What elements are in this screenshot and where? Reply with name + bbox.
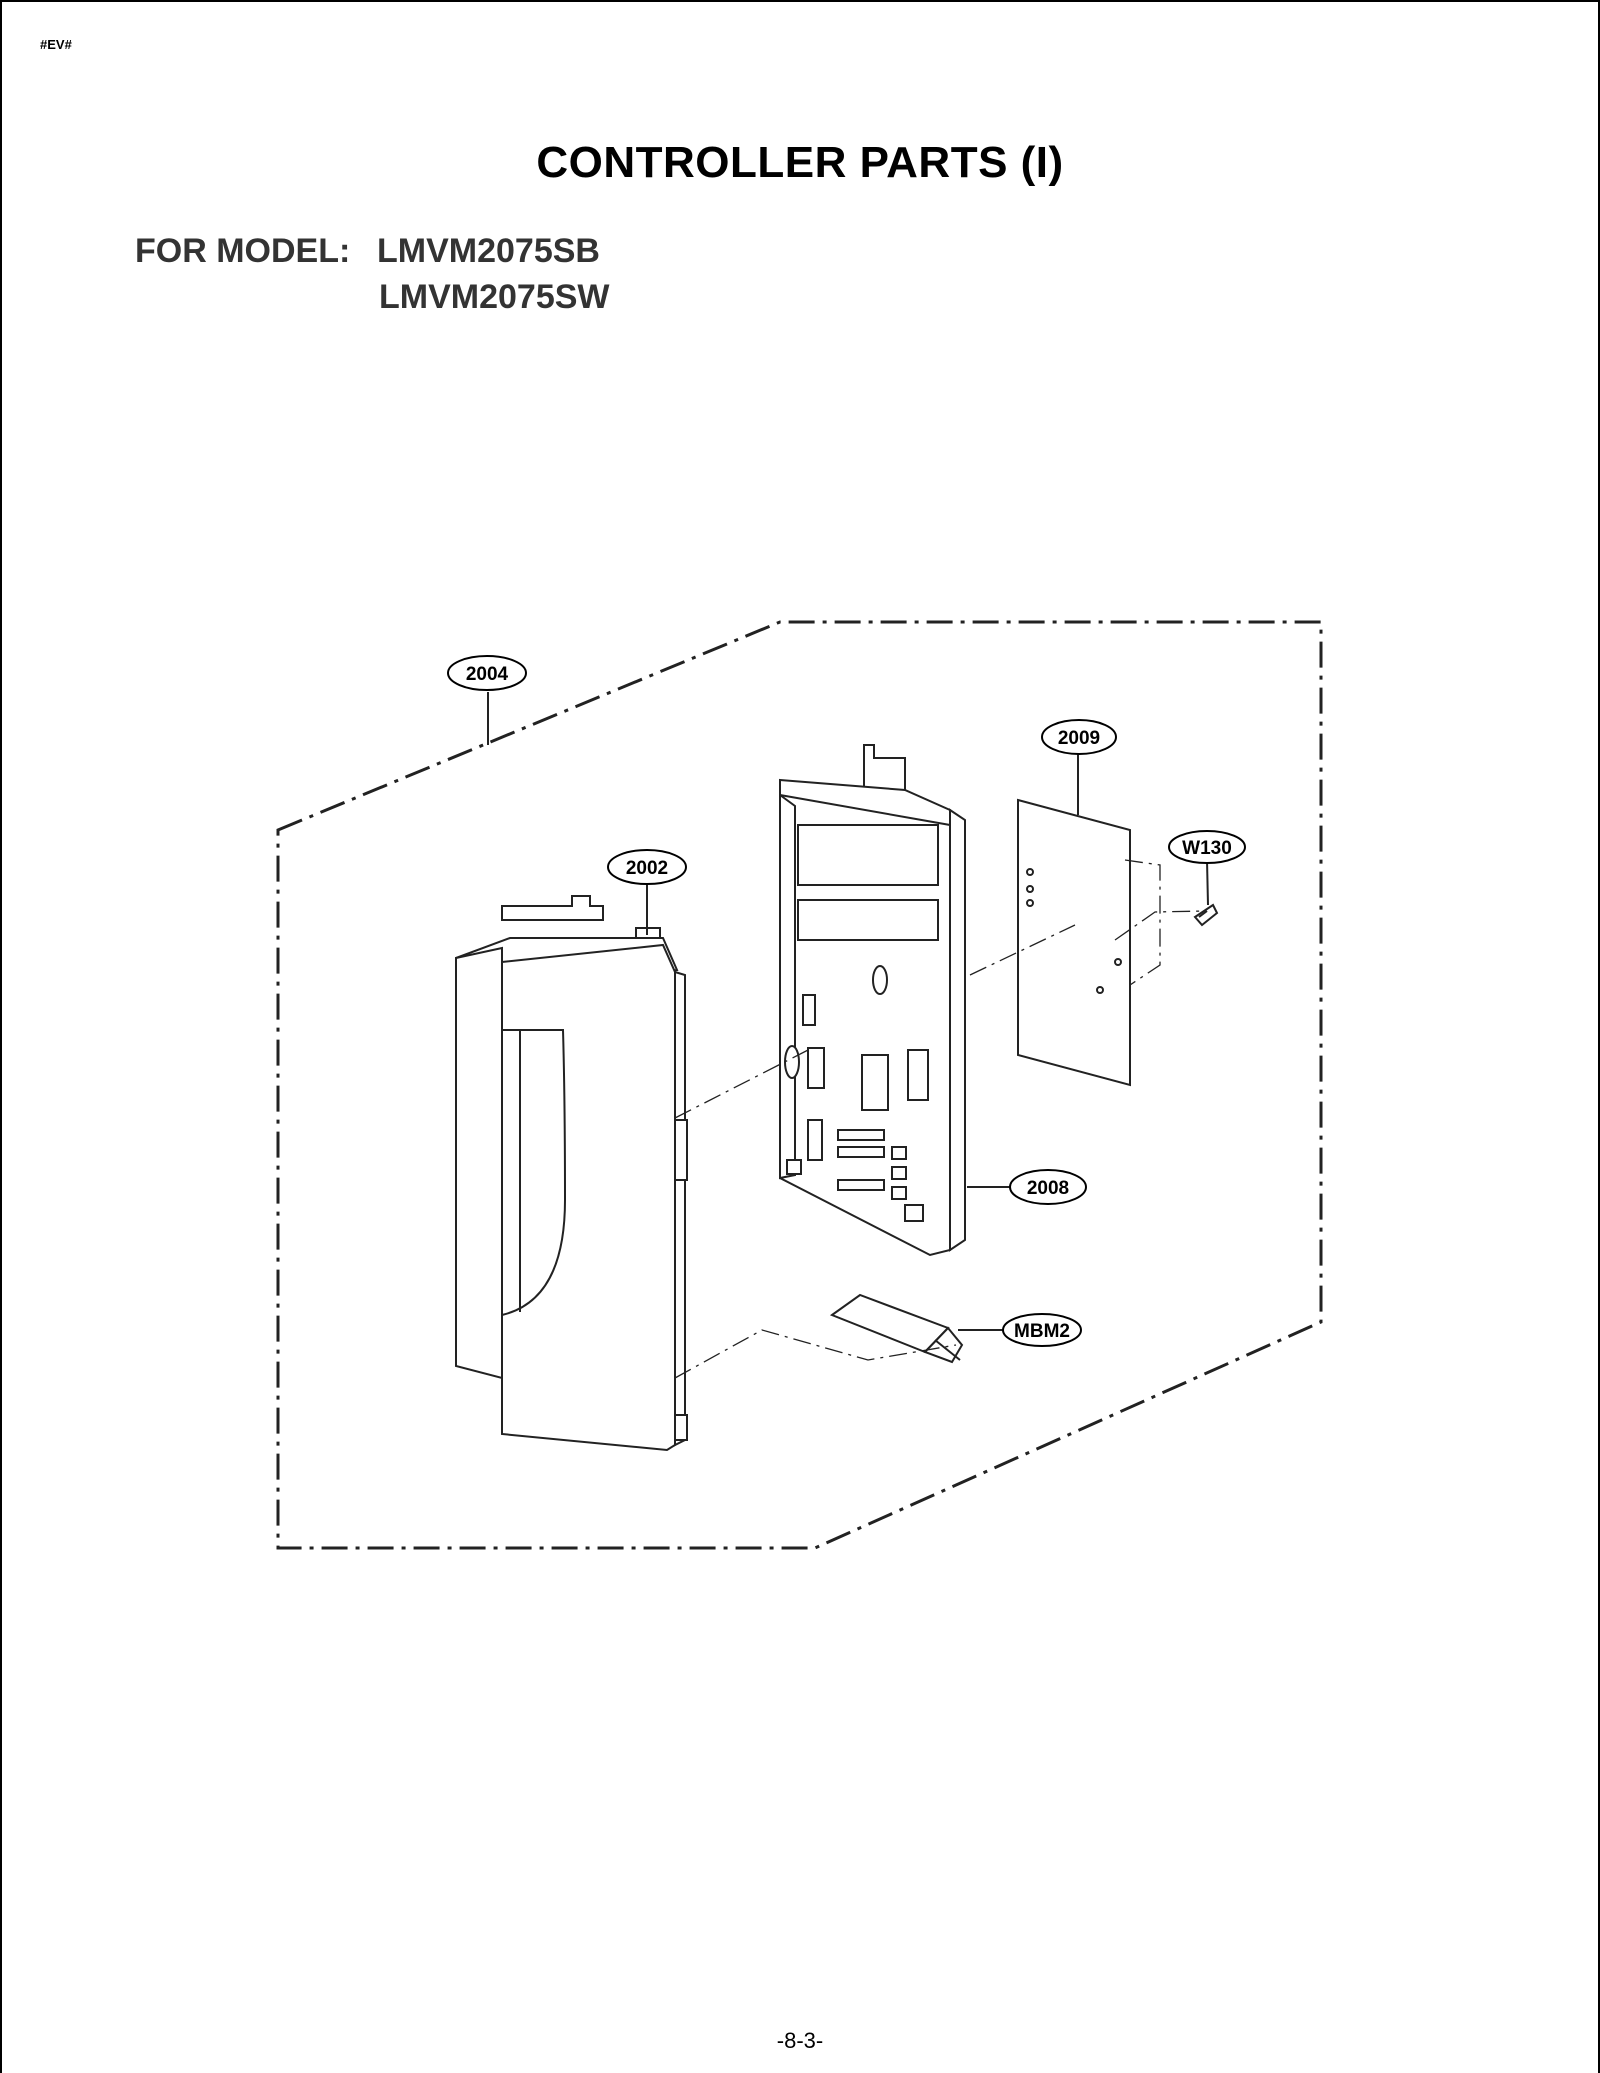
callout-label: 2008 [1027,1178,1069,1199]
page-number: -8-3- [776,2028,824,2053]
callout-2002: 2002 [607,849,687,885]
callout-label: 2009 [1058,728,1100,749]
assembly-lines [674,859,1206,1379]
pcb-board-part [1017,798,1131,1087]
callout-W130: W130 [1168,830,1246,864]
callout-2004: 2004 [447,655,527,691]
callout-2008: 2008 [1009,1169,1087,1205]
assembly-boundary [276,620,1323,1550]
document-code: #EV# [40,37,72,52]
callout-label: MBM2 [1014,1321,1070,1342]
pcb-bracket-part [779,744,966,1257]
callout-label: W130 [1182,838,1232,859]
callout-label: 2004 [466,664,509,685]
screw-part [1193,903,1219,927]
callout-leaders [487,692,1209,1331]
model-label: FOR MODEL: [135,232,351,270]
control-panel-front-part [455,895,688,1452]
callout-MBM2: MBM2 [1002,1313,1082,1347]
model-number-2: LMVM2075SW [379,278,610,316]
bracket-clip-part [829,1293,964,1364]
page-title: CONTROLLER PARTS (I) [536,138,1064,187]
model-number-1: LMVM2075SB [377,232,600,270]
callout-label: 2002 [626,858,668,879]
callout-2009: 2009 [1041,719,1117,755]
